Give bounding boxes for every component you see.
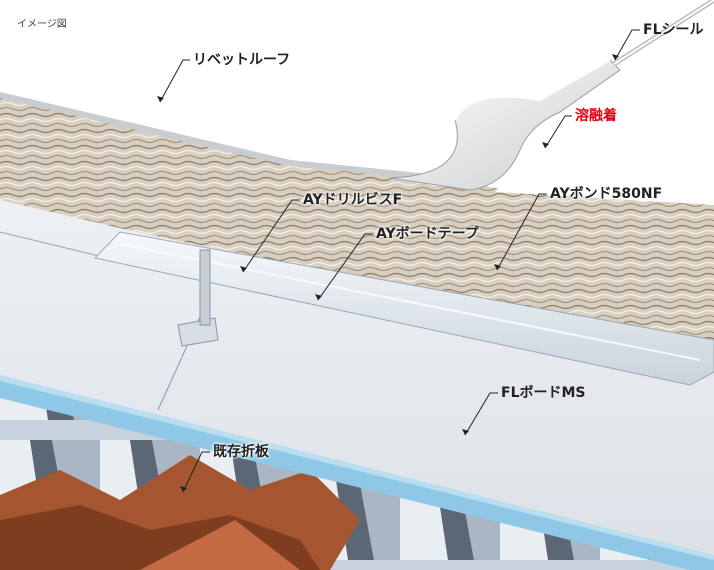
caption-image-diagram: イメージ図 <box>17 19 67 30</box>
label-existing-deck: 既存折板 <box>213 444 269 460</box>
leader-board-tape <box>317 233 373 301</box>
leader-fl-board <box>464 392 498 436</box>
leader-deck <box>182 451 210 493</box>
fl-board-layer <box>0 190 714 570</box>
label-fl-board: FLボードMS <box>501 385 586 401</box>
roof-sheet-curl <box>389 59 621 191</box>
label-rivet-roof: リベットルーフ <box>193 52 291 68</box>
board-tape <box>94 231 714 386</box>
leader-arrowheads <box>157 54 619 492</box>
label-fusion: 溶融着 <box>575 108 617 124</box>
label-ay-drill-screw: AYドリルビスF <box>303 192 403 208</box>
leader-fl-seal <box>614 29 640 61</box>
label-ay-bond: AYボンド580NF <box>550 186 663 202</box>
label-ay-board-tape: AYボードテープ <box>376 226 479 242</box>
fl-seal-strip <box>612 0 714 67</box>
drill-screw <box>177 249 219 347</box>
label-fl-seal: FLシール <box>643 22 704 38</box>
leader-bond <box>496 193 547 271</box>
adhesive-layer <box>0 92 714 355</box>
leader-drill-screw <box>242 199 300 273</box>
leader-rivet-roof <box>159 59 190 103</box>
leader-fusion <box>544 115 572 149</box>
rivet-roof-sheet <box>0 0 714 205</box>
leader-lines <box>159 29 640 493</box>
